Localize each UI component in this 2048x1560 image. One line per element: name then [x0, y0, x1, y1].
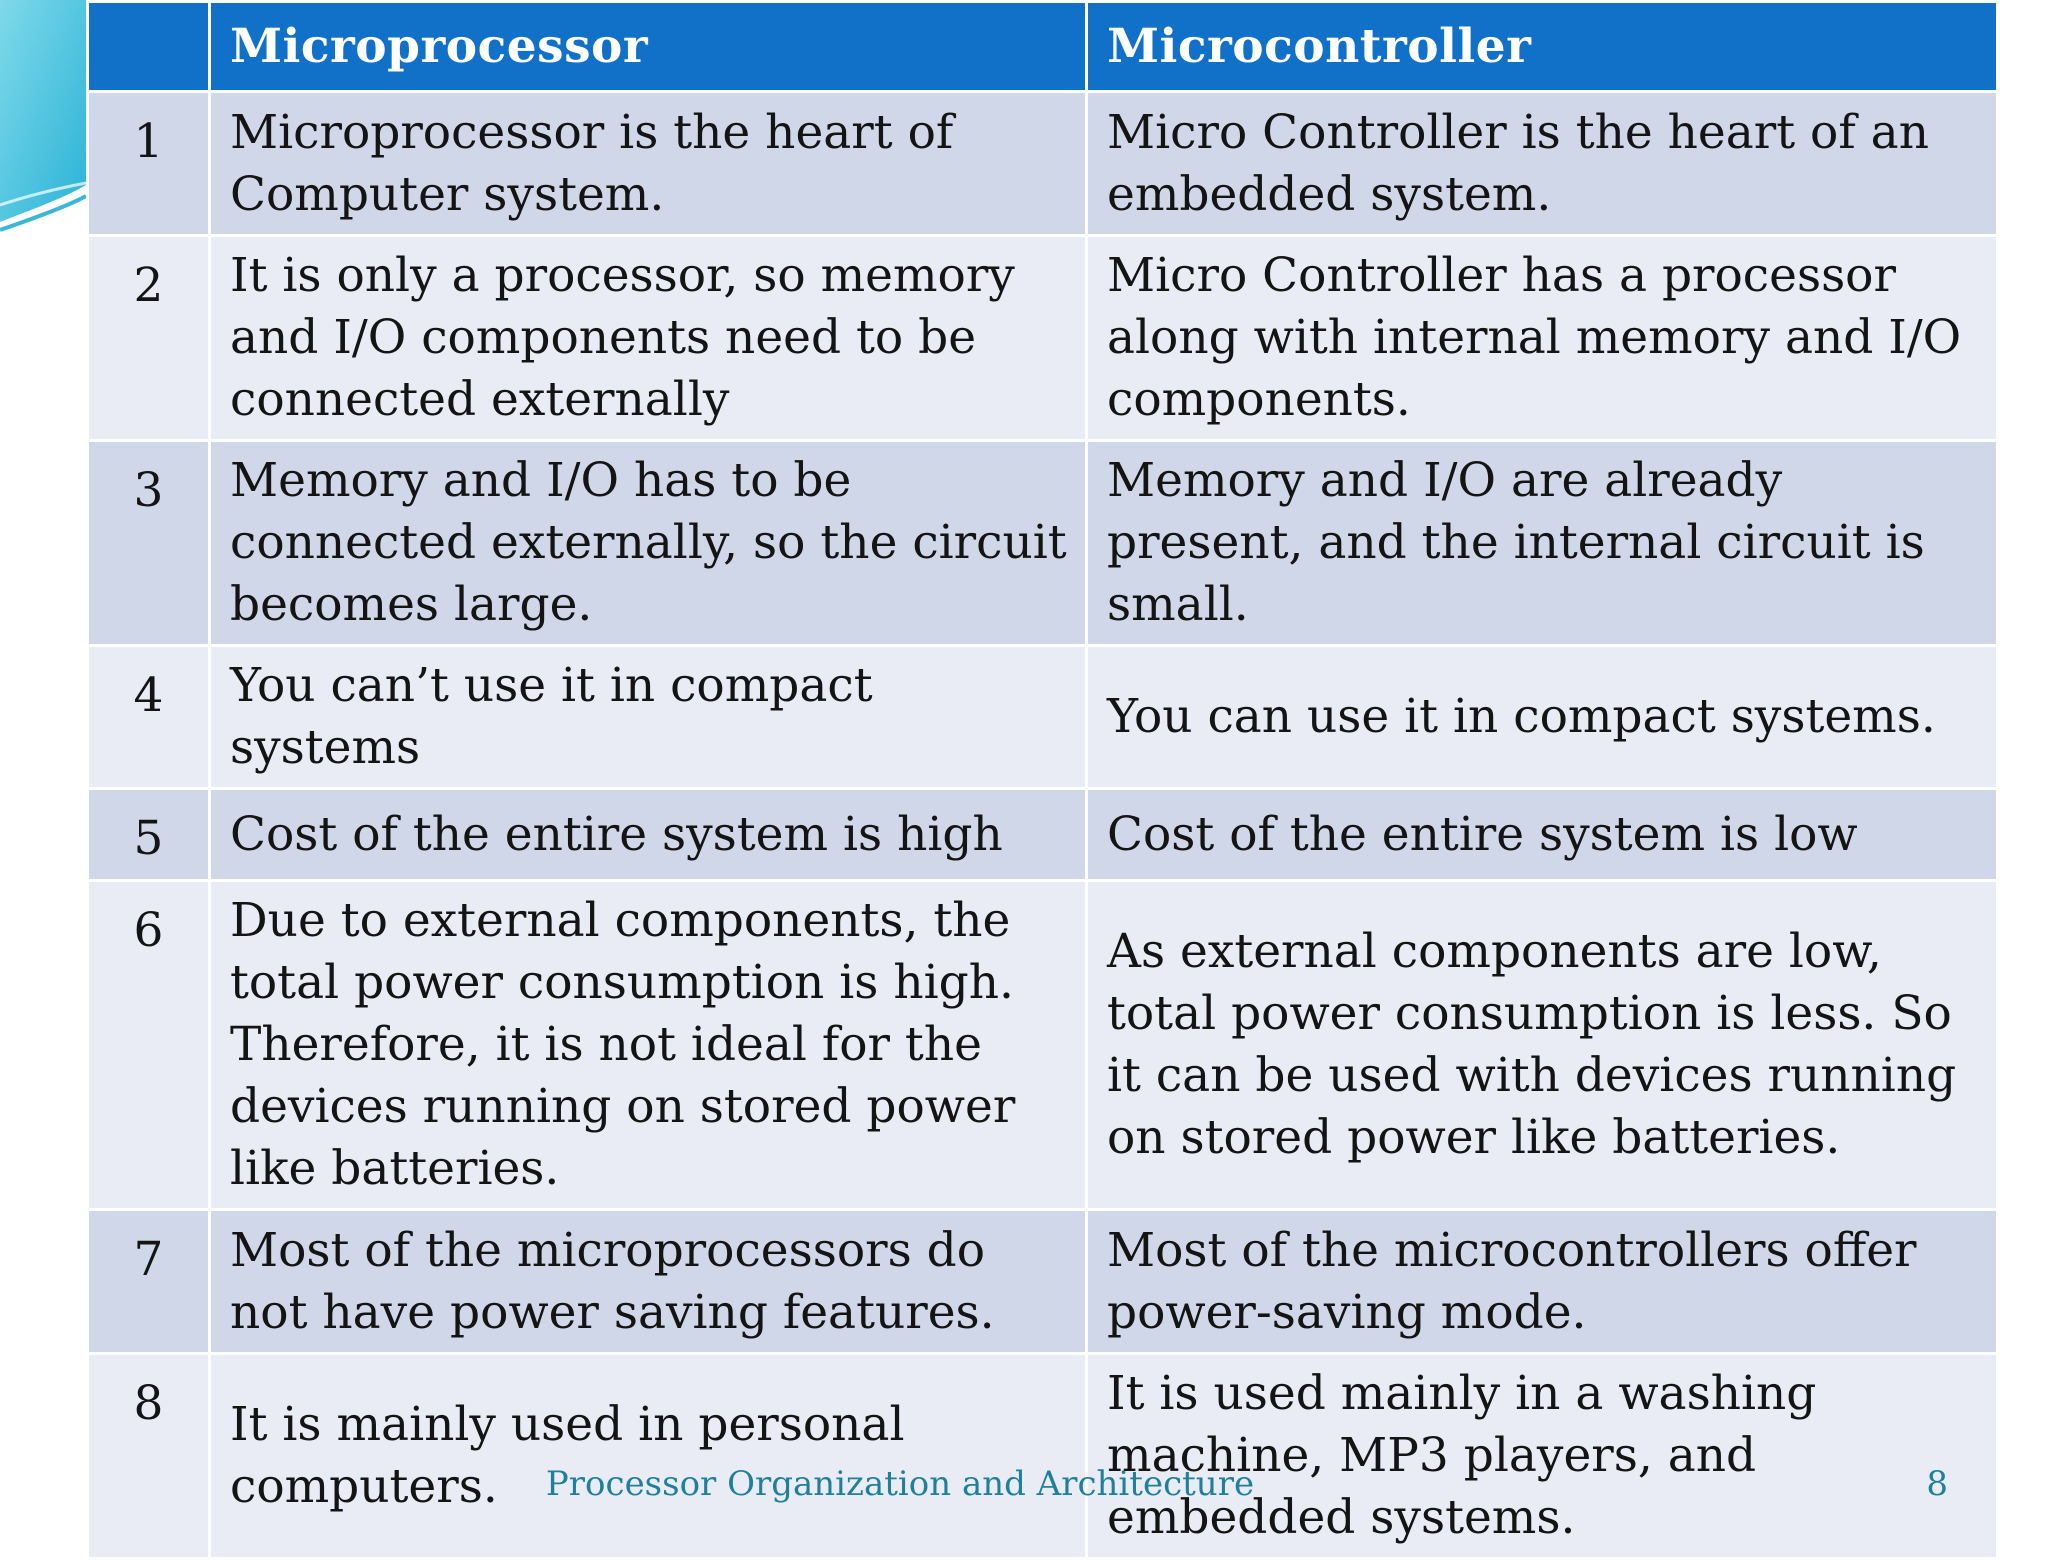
row-number: 4 [86, 644, 211, 790]
row-number: 7 [86, 1208, 211, 1355]
header-microcontroller: Microcontroller [1085, 0, 1999, 93]
row-number: 2 [86, 234, 211, 442]
microcontroller-cell: It is used mainly in a washing machine, … [1085, 1352, 1999, 1560]
microprocessor-cell: Most of the microprocessors do not have … [208, 1208, 1088, 1355]
table-header-row: Microprocessor Microcontroller [86, 0, 1999, 93]
microcontroller-cell: Micro Controller has a processor along w… [1085, 234, 1999, 442]
row-number: 1 [86, 90, 211, 237]
microprocessor-cell: Memory and I/O has to be connected exter… [208, 439, 1088, 647]
table-row: 4 You can’t use it in compact systems Yo… [86, 644, 1999, 790]
row-number: 6 [86, 879, 211, 1211]
table-row: 1 Microprocessor is the heart of Compute… [86, 90, 1999, 237]
table-row: 3 Memory and I/O has to be connected ext… [86, 439, 1999, 647]
table-row: 5 Cost of the entire system is high Cost… [86, 787, 1999, 882]
row-number: 8 [86, 1352, 211, 1560]
row-number: 5 [86, 787, 211, 882]
microcontroller-cell: Cost of the entire system is low [1085, 787, 1999, 882]
footer-title: Processor Organization and Architecture [545, 1464, 1255, 1504]
microcontroller-cell: Memory and I/O are already present, and … [1085, 439, 1999, 647]
microprocessor-cell: Cost of the entire system is high [208, 787, 1088, 882]
table-row: 2 It is only a processor, so memory and … [86, 234, 1999, 442]
table-row: 6 Due to external components, the total … [86, 879, 1999, 1211]
comparison-table-container: Microprocessor Microcontroller 1 Micropr… [86, 0, 1999, 1560]
microprocessor-cell: Due to external components, the total po… [208, 879, 1088, 1211]
microprocessor-cell: It is mainly used in personal computers. [208, 1352, 1088, 1560]
page-number: 8 [1926, 1464, 1948, 1504]
microcontroller-cell: You can use it in compact systems. [1085, 644, 1999, 790]
decorative-swoosh [0, 0, 87, 232]
microprocessor-cell: It is only a processor, so memory and I/… [208, 234, 1088, 442]
microcontroller-cell: Most of the microcontrollers offer power… [1085, 1208, 1999, 1355]
microprocessor-cell: You can’t use it in compact systems [208, 644, 1088, 790]
row-number: 3 [86, 439, 211, 647]
comparison-table: Microprocessor Microcontroller 1 Micropr… [86, 0, 1999, 1560]
microcontroller-cell: Micro Controller is the heart of an embe… [1085, 90, 1999, 237]
microcontroller-cell: As external components are low, total po… [1085, 879, 1999, 1211]
table-row: 7 Most of the microprocessors do not hav… [86, 1208, 1999, 1355]
header-number [86, 0, 211, 93]
header-microprocessor: Microprocessor [208, 0, 1088, 93]
table-row: 8 It is mainly used in personal computer… [86, 1352, 1999, 1560]
microprocessor-cell: Microprocessor is the heart of Computer … [208, 90, 1088, 237]
